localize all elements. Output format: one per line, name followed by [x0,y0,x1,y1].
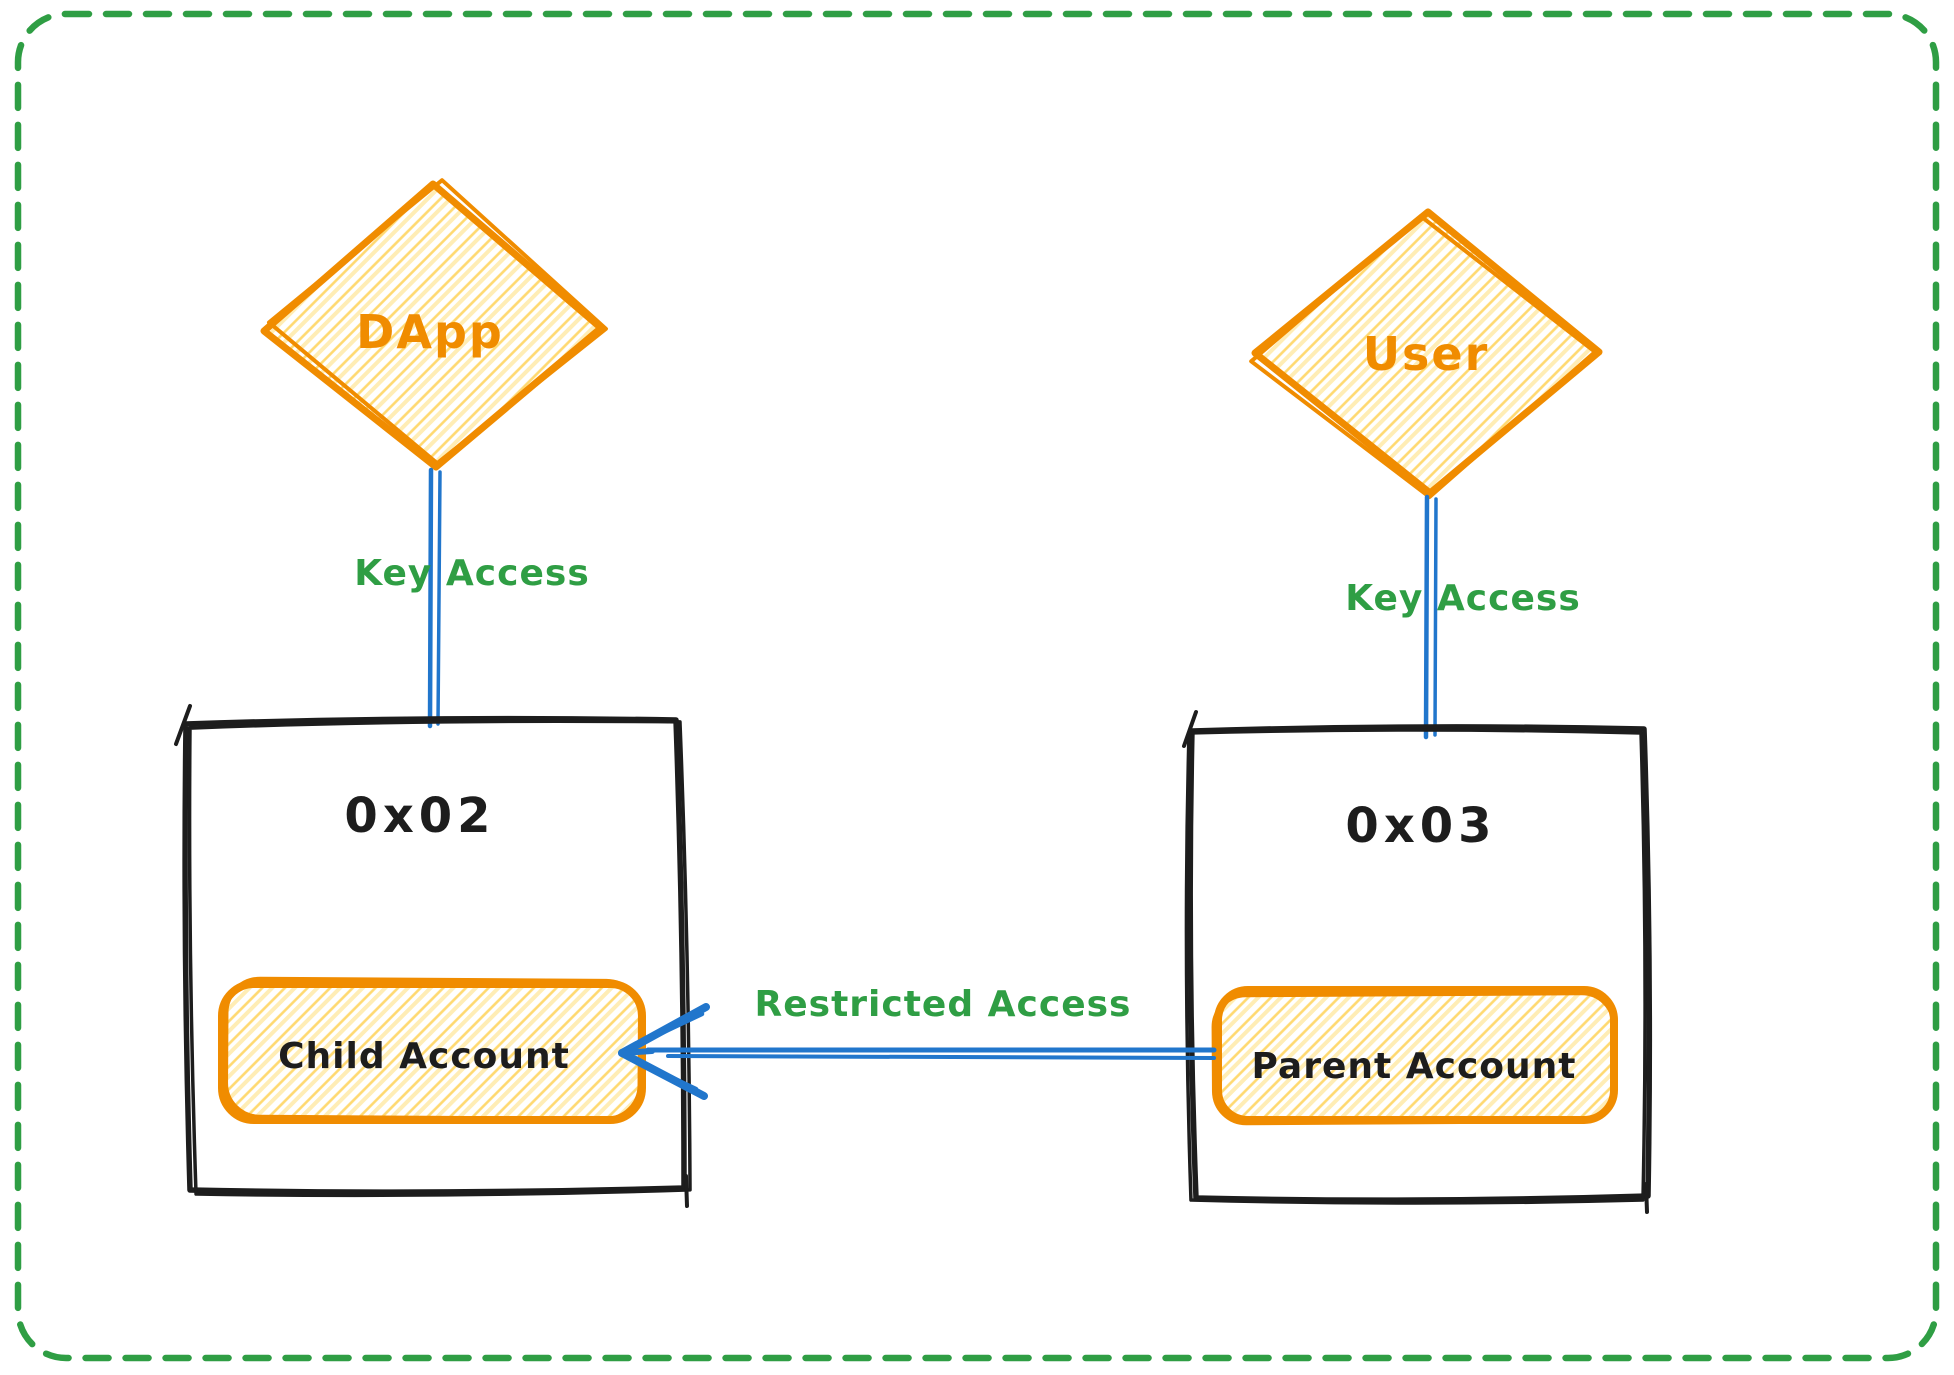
child-account-pill: Child Account [218,976,646,1124]
key-access-label-left: Key Access [354,553,590,594]
restricted-access-label: Restricted Access [755,984,1132,1025]
user-diamond: User [1249,208,1603,500]
dashed-frame [14,10,1940,1362]
account-box-0x03: 0x03 Parent Account [1182,710,1653,1214]
key-access-edge-right: Key Access [1345,494,1581,740]
parent-account-label: Parent Account [1252,1046,1577,1087]
restricted-access-arrow: Restricted Access [618,984,1217,1100]
dapp-label: DApp [356,305,504,359]
account-title-0x03: 0x03 [1345,798,1496,854]
account-box-0x02: 0x02 Child Account [174,704,692,1208]
dapp-diamond: DApp [260,178,608,471]
key-access-edge-left: Key Access [354,467,590,729]
account-title-0x02: 0x02 [344,788,495,844]
user-label: User [1363,327,1490,381]
child-account-label: Child Account [278,1036,570,1077]
parent-account-pill: Parent Account [1211,986,1618,1126]
key-access-label-right: Key Access [1345,578,1581,619]
